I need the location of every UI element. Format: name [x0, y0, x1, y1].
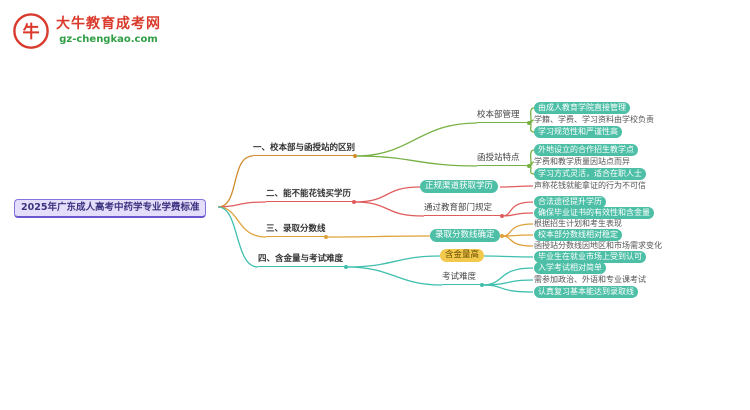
leaf-node[interactable]: 校本部分数线相对稳定 — [534, 229, 622, 241]
subnode-legit-channel[interactable]: 正规渠道获取学历 — [420, 180, 499, 193]
branch-node-4[interactable]: 四、含金量与考试难度 — [258, 254, 346, 267]
leaf-node[interactable]: 由成人教育学院直接管理 — [534, 102, 630, 114]
leaf-node[interactable]: 学习规范性和严谨性高 — [534, 126, 622, 138]
leaf-node[interactable]: 需参加政治、外语和专业课考试 — [534, 275, 646, 284]
leaf-node[interactable]: 学籍、学费、学习资料由学校负责 — [534, 115, 654, 124]
leaf-node[interactable]: 确保毕业证书的有效性和含金量 — [534, 207, 654, 219]
site-logo[interactable]: 牛 大牛教育成考网 gz-chengkao.com — [12, 12, 161, 50]
bull-glyph: 牛 — [22, 22, 39, 43]
subnode-high-value[interactable]: 含金量高 — [440, 249, 485, 262]
leaf-node[interactable]: 外地设立的合作招生教学点 — [534, 144, 638, 156]
logo-domain: gz-chengkao.com — [59, 34, 158, 45]
subnode-school-hq[interactable]: 校本部管理 — [477, 110, 529, 123]
leaf-node[interactable]: 入学考试相对简单 — [534, 262, 606, 274]
branch-node-2[interactable]: 二、能不能花钱买学历 — [266, 189, 354, 202]
bull-logo-icon: 牛 — [13, 13, 49, 49]
subnode-exam-difficulty[interactable]: 考试难度 — [442, 272, 482, 285]
leaf-node[interactable]: 毕业生在就业市场上受到认可 — [534, 251, 646, 263]
leaf-node[interactable]: 函授站分数线因地区和市场需求变化 — [534, 241, 662, 250]
subnode-education-regulation[interactable]: 通过教育部门规定 — [424, 203, 502, 216]
subnode-score-line[interactable]: 录取分数线确定 — [430, 229, 500, 242]
branch-node-1[interactable]: 一、校本部与函授站的区别 — [253, 143, 355, 156]
leaf-node[interactable]: 声称花钱就能拿证的行为不可信 — [534, 181, 646, 190]
leaf-node[interactable]: 学习方式灵活，适合在职人士 — [534, 168, 646, 180]
leaf-node[interactable]: 学费和教学质量因站点而异 — [534, 157, 630, 166]
branch-node-3[interactable]: 三、录取分数线 — [266, 224, 326, 237]
logo-title: 大牛教育成考网 — [56, 16, 161, 32]
leaf-node[interactable]: 合法途径提升学历 — [534, 196, 606, 208]
root-node[interactable]: 2025年广东成人高考中药学专业学费标准 — [14, 199, 207, 218]
logo-text: 大牛教育成考网 gz-chengkao.com — [56, 15, 161, 47]
leaf-node[interactable]: 认真复习基本能达到录取线 — [534, 286, 638, 298]
subnode-correspondence-station[interactable]: 函授站特点 — [477, 153, 529, 166]
leaf-node[interactable]: 根据招生计划和考生表现 — [534, 219, 622, 228]
